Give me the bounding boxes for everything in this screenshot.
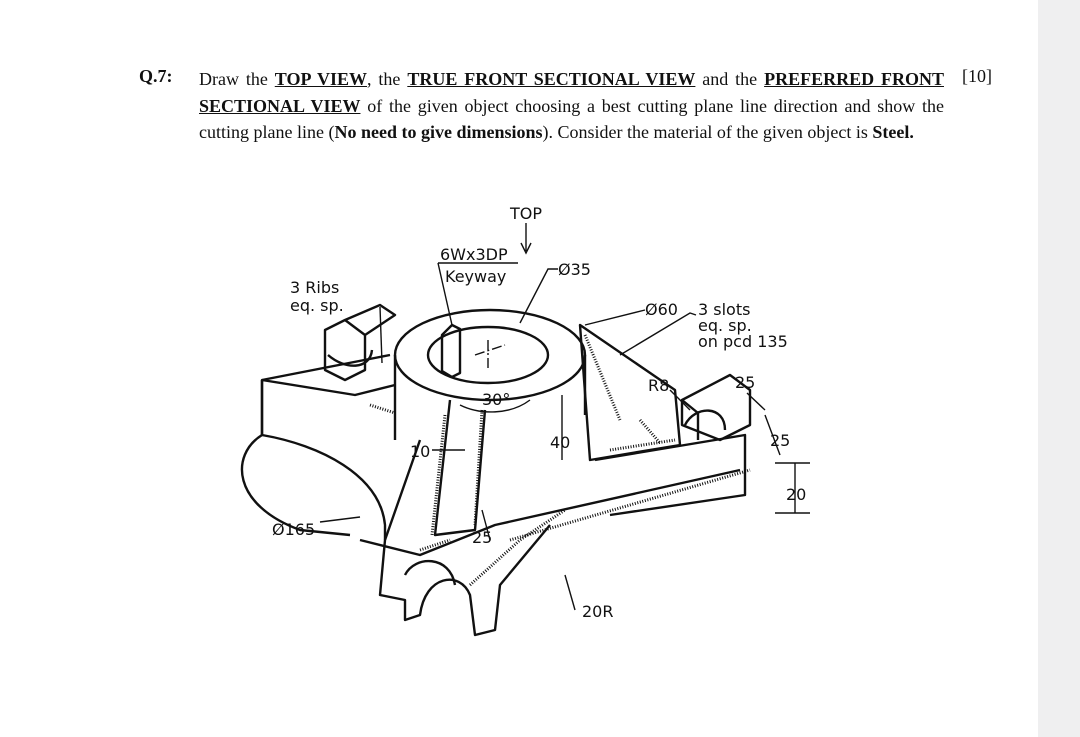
term-true-front-sectional-view: TRUE FRONT SECTIONAL VIEW xyxy=(407,69,696,89)
front-rib xyxy=(433,399,487,537)
keyway-leader xyxy=(437,262,518,326)
label-dim25a: 25 xyxy=(735,373,755,392)
label-keyway-size: 6Wx3DP xyxy=(440,245,508,264)
scroll-gutter[interactable] xyxy=(1038,0,1080,737)
dim25c-line xyxy=(481,509,491,541)
right-arm xyxy=(594,433,747,517)
fillet-hatch xyxy=(468,508,566,587)
left-slot-arc xyxy=(327,349,374,367)
right-slot-arc xyxy=(683,409,727,431)
question-text: Draw the TOP VIEW, the TRUE FRONT SECTIO… xyxy=(199,66,944,146)
label-d165: Ø165 xyxy=(272,520,315,539)
question-text-part: ). Consider the material of the given ob… xyxy=(542,122,873,142)
isometric-drawing: TOP 6Wx3DP Keyway Ø35 3 Ribs eq. sp. Ø60… xyxy=(220,195,820,685)
label-d35: Ø35 xyxy=(558,260,591,279)
d60-leader xyxy=(584,309,646,326)
front-arm-top xyxy=(359,468,741,557)
fillet-hatch xyxy=(509,468,751,542)
d35-leader xyxy=(519,268,558,324)
label-ribs: 3 Ribs xyxy=(290,278,339,297)
dim20-line xyxy=(775,462,810,514)
label-slots: 3 slots xyxy=(698,300,750,319)
term-top-view: TOP VIEW xyxy=(274,69,368,89)
hub-bore-ellipse xyxy=(426,325,550,385)
hub-top-ellipse xyxy=(393,308,587,402)
label-ribs-spacing: eq. sp. xyxy=(290,296,344,315)
angle30-arc xyxy=(459,399,531,413)
label-angle30: 30° xyxy=(482,390,510,409)
question-marks: [10] xyxy=(962,66,992,86)
left-rib-block xyxy=(323,303,397,382)
label-d60: Ø60 xyxy=(645,300,678,319)
fillet-hatch xyxy=(638,419,662,444)
dim25a-line xyxy=(746,392,766,411)
label-dim25c: 25 xyxy=(472,528,492,547)
base-plate-edge xyxy=(261,378,396,397)
question-number: Q.7: xyxy=(139,66,173,86)
label-dim10: 10 xyxy=(410,442,430,461)
label-dim40: 40 xyxy=(550,433,570,452)
label-r8: R8 xyxy=(648,376,669,395)
fillet-hatch xyxy=(609,438,676,452)
fillet-hatch xyxy=(473,409,484,526)
d165-leader xyxy=(319,516,361,523)
front-arm xyxy=(378,439,551,637)
term-preferred-front-sectional-view: PREFERRED FRONT SECTIONAL VIEW xyxy=(199,69,944,116)
label-dim20: 20 xyxy=(786,485,806,504)
fillet-hatch xyxy=(419,538,451,552)
slots-leader xyxy=(619,312,697,356)
label-slots-spacing: eq. sp. xyxy=(698,316,752,335)
top-arrow xyxy=(520,223,532,255)
dim25b-line xyxy=(764,414,781,456)
document-page xyxy=(0,0,1038,737)
question-text-part: and the xyxy=(695,69,765,89)
label-keyway: Keyway xyxy=(445,267,506,286)
base-plate-left-face xyxy=(260,380,387,540)
question-text-part: Draw the xyxy=(199,69,275,89)
term-steel: Steel. xyxy=(872,122,914,142)
fillet-hatch xyxy=(430,414,447,536)
base-disc-outline xyxy=(240,433,351,537)
label-slots-pcd: on pcd 135 xyxy=(698,332,788,351)
fillet-hatch xyxy=(369,403,396,415)
label-r20: 20R xyxy=(582,602,613,621)
r20-leader xyxy=(564,574,576,611)
centerline xyxy=(474,340,506,370)
question-text-part: of the given object choosing a best cutt… xyxy=(199,95,944,143)
r8-leader xyxy=(669,389,691,411)
label-top: TOP xyxy=(509,204,542,223)
question-text-part: , the xyxy=(367,69,408,89)
isometric-drawing-svg: TOP 6Wx3DP Keyway Ø35 3 Ribs eq. sp. Ø60… xyxy=(240,204,810,637)
front-slot-arc xyxy=(403,560,457,586)
term-no-dimensions: No need to give dimensions xyxy=(334,122,543,142)
ribs-leader xyxy=(379,306,383,364)
label-dim25b: 25 xyxy=(770,431,790,450)
